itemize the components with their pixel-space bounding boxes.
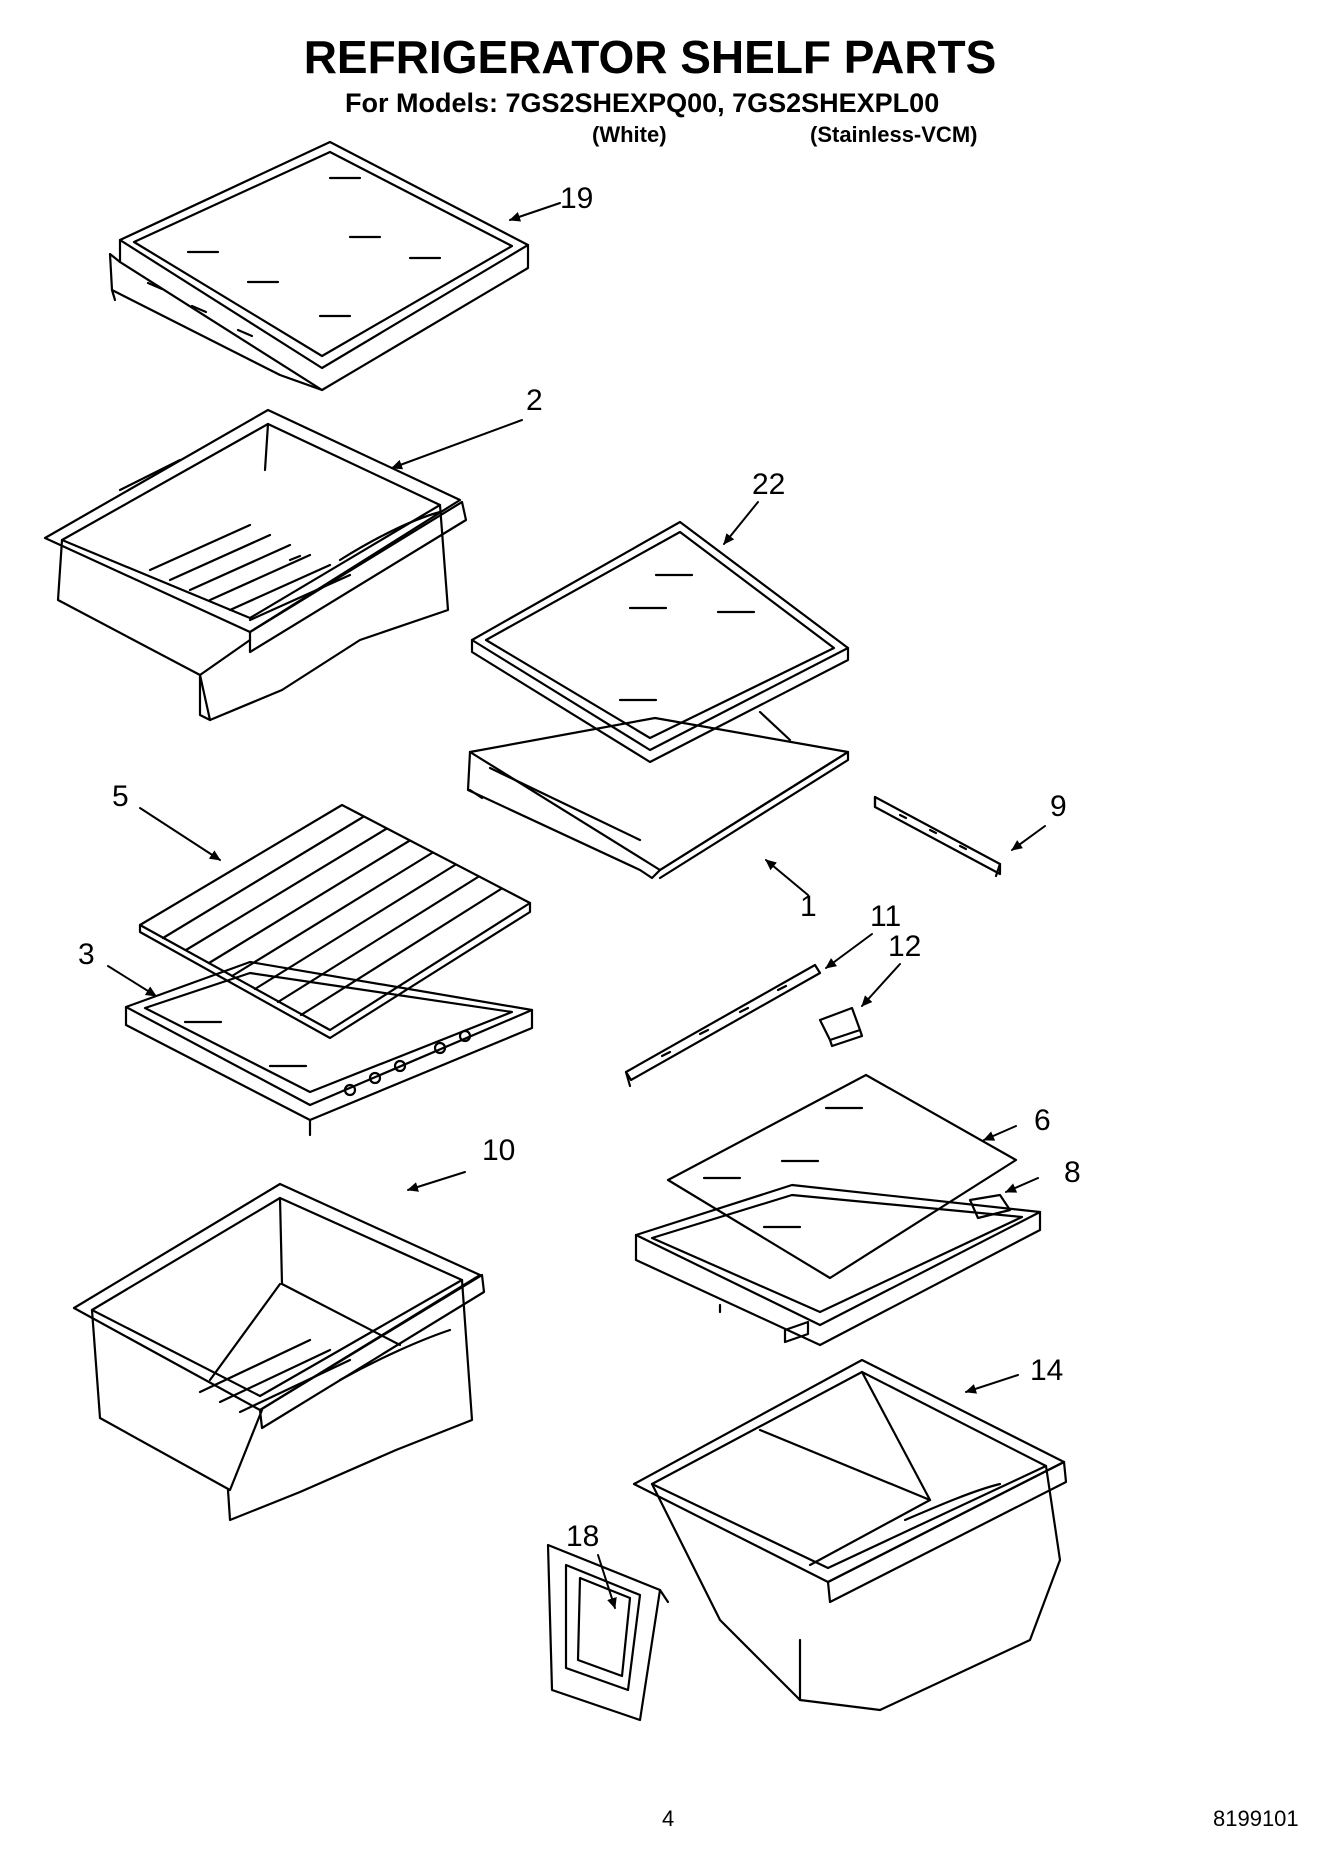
callout-12: 12 bbox=[888, 930, 922, 963]
part-14-deli-drawer bbox=[634, 1360, 1066, 1710]
leader-22 bbox=[724, 502, 758, 544]
callout-18: 18 bbox=[566, 1520, 600, 1553]
callout-5: 5 bbox=[112, 780, 129, 813]
part-8-insert-frame bbox=[636, 1185, 1040, 1345]
callout-11: 11 bbox=[870, 900, 902, 933]
callout-6: 6 bbox=[1034, 1104, 1051, 1137]
leader-10 bbox=[408, 1172, 465, 1192]
part-12-clip bbox=[820, 1008, 862, 1046]
document-number: 8199101 bbox=[1213, 1806, 1299, 1831]
callout-19: 19 bbox=[560, 182, 594, 215]
leader-9 bbox=[1012, 826, 1045, 850]
part-22-glass-shelf bbox=[472, 522, 848, 762]
part-5-crisper-cover bbox=[140, 805, 530, 1038]
part-18-label-insert bbox=[548, 1545, 668, 1720]
part-2-crisper-drawer bbox=[45, 410, 466, 720]
leader-5 bbox=[140, 808, 220, 860]
part-11-rail bbox=[626, 965, 820, 1086]
leader-1 bbox=[766, 860, 808, 895]
leader-12 bbox=[862, 964, 900, 1006]
part-6-glass-insert bbox=[668, 1075, 1016, 1278]
callout-2: 2 bbox=[526, 384, 543, 417]
callout-8: 8 bbox=[1064, 1156, 1081, 1189]
leader-2 bbox=[392, 420, 522, 470]
part-10-drawer bbox=[74, 1184, 484, 1520]
callout-9: 9 bbox=[1050, 790, 1067, 823]
callout-10: 10 bbox=[482, 1134, 516, 1167]
part-19-glass-shelf bbox=[110, 142, 528, 390]
model-variant-white: (White) bbox=[592, 122, 667, 147]
page-number: 4 bbox=[662, 1806, 675, 1831]
part-9-bracket bbox=[875, 797, 1000, 876]
page-title: REFRIGERATOR SHELF PARTS bbox=[303, 31, 997, 83]
model-numbers: For Models: 7GS2SHEXPQ00, 7GS2SHEXPL00 bbox=[345, 88, 940, 118]
leader-6 bbox=[984, 1126, 1016, 1140]
callout-22: 22 bbox=[752, 468, 786, 501]
model-variant-stainless: (Stainless-VCM) bbox=[810, 122, 978, 147]
leader-14 bbox=[966, 1375, 1018, 1394]
leader-8 bbox=[1006, 1178, 1038, 1192]
callout-14: 14 bbox=[1030, 1354, 1064, 1387]
callout-leaders bbox=[108, 203, 1045, 1608]
leader-3 bbox=[108, 966, 156, 996]
leader-11 bbox=[826, 934, 872, 968]
callout-3: 3 bbox=[78, 938, 95, 971]
part-1-shelf-frame bbox=[468, 712, 848, 878]
leader-18 bbox=[598, 1555, 617, 1608]
callout-1: 1 bbox=[800, 890, 817, 923]
leader-19 bbox=[510, 203, 560, 222]
part-3-cover-frame bbox=[126, 962, 532, 1135]
